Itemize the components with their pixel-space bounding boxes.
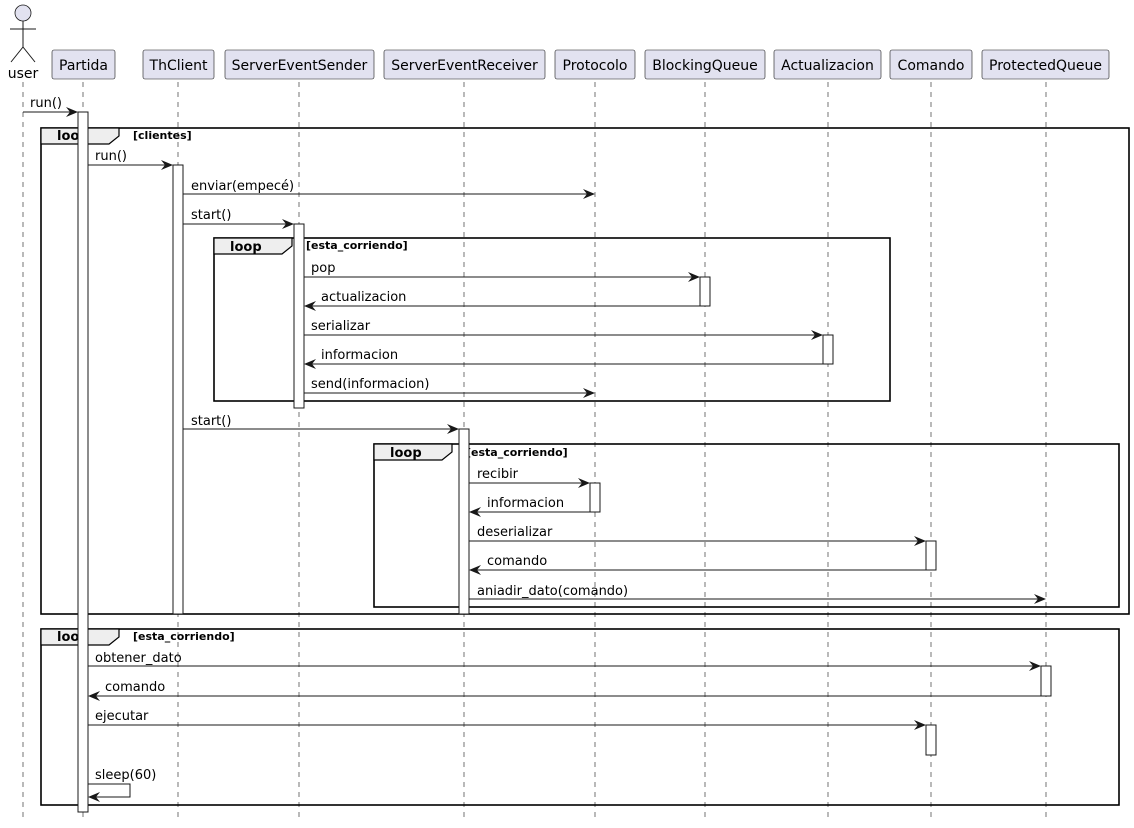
message-label: informacion	[487, 496, 564, 511]
message-label: obtener_dato	[95, 651, 182, 666]
message-label: sleep(60)	[95, 768, 156, 783]
participant-comando: Comando	[889, 49, 973, 80]
message-label: aniadir_dato(comando)	[477, 584, 628, 599]
participant-label: Comando	[898, 58, 965, 74]
message-arrow: start()	[183, 208, 294, 229]
message-label: recibir	[477, 467, 519, 482]
message-label: serializar	[311, 319, 371, 334]
message-label: send(informacion)	[311, 377, 430, 392]
loop-frame-receiver: loop [esta_corriendo]	[373, 443, 1120, 608]
message-label: comando	[105, 680, 165, 695]
activation-comando-2	[925, 724, 937, 756]
participant-sender: ServerEventSender	[224, 49, 375, 80]
message-arrow: run()	[23, 96, 78, 117]
loop-guard: [clientes]	[133, 129, 192, 142]
message-arrow: enviar(empecé)	[183, 179, 595, 199]
participant-label: Actualizacion	[781, 58, 874, 74]
participant-receiver: ServerEventReceiver	[383, 49, 546, 80]
participant-label: ThClient	[149, 58, 208, 74]
participant-label: ProtectedQueue	[989, 58, 1102, 74]
message-label: run()	[95, 149, 127, 164]
loop-guard: [esta_corriendo]	[306, 239, 408, 252]
message-return-arrow: informacion	[304, 348, 823, 369]
loop-frame-partida: loop [esta_corriendo]	[40, 628, 1120, 806]
message-arrow: obtener_dato	[88, 651, 1041, 671]
activation-bqueue	[699, 276, 711, 307]
message-self-arrow: sleep(60)	[88, 768, 156, 802]
message-label: pop	[311, 261, 335, 276]
message-arrow: aniadir_dato(comando)	[469, 584, 1046, 604]
message-return-arrow: comando	[469, 554, 926, 575]
loop-keyword: loop	[230, 240, 262, 255]
activation-partida	[77, 111, 89, 813]
message-label: deserializar	[477, 525, 553, 540]
participant-thclient: ThClient	[142, 49, 215, 80]
message-arrow: recibir	[469, 467, 590, 488]
message-arrow: ejecutar	[88, 709, 926, 730]
message-arrow: serializar	[304, 319, 823, 340]
loop-keyword: loop	[390, 446, 422, 461]
loop-frame-sender: loop [esta_corriendo]	[213, 237, 891, 402]
activation-actualizacion	[822, 334, 834, 365]
participant-partida: Partida	[51, 49, 116, 80]
loop-guard: [esta_corriendo]	[133, 630, 235, 643]
participant-label: ServerEventReceiver	[391, 58, 538, 74]
loop-guard: [esta_corriendo]	[466, 446, 568, 459]
activation-receiver	[458, 428, 470, 615]
participant-label: Protocolo	[563, 58, 628, 74]
message-label: run()	[30, 96, 62, 111]
participant-user: user	[8, 4, 39, 82]
participant-label: user	[8, 66, 39, 82]
activation-comando-1	[925, 540, 937, 571]
participant-label: ServerEventSender	[232, 58, 368, 74]
message-return-arrow: comando	[88, 680, 1041, 701]
message-arrow: pop	[304, 261, 700, 282]
message-label: actualizacion	[321, 290, 406, 305]
activation-bars	[77, 111, 1052, 813]
message-return-arrow: actualizacion	[304, 290, 700, 311]
message-label: enviar(empecé)	[191, 179, 294, 194]
message-label: ejecutar	[95, 709, 149, 724]
message-label: comando	[487, 554, 547, 569]
participant-label: Partida	[59, 58, 108, 74]
participant-pqueue: ProtectedQueue	[981, 49, 1110, 80]
message-label: informacion	[321, 348, 398, 363]
message-label: start()	[191, 208, 231, 223]
message-arrow: send(informacion)	[304, 377, 595, 398]
message-arrow: start()	[183, 414, 459, 434]
activation-thclient	[172, 164, 184, 615]
activation-protocolo	[589, 482, 601, 513]
actor-stick-figure-icon	[10, 4, 36, 63]
message-arrow: run()	[88, 149, 173, 170]
activation-pqueue	[1040, 665, 1052, 697]
participant-bqueue: BlockingQueue	[644, 49, 766, 80]
messages: run() run() enviar(empecé) start() pop a…	[23, 96, 1046, 802]
message-arrow: deserializar	[469, 525, 926, 546]
message-label: start()	[191, 414, 231, 429]
message-return-arrow: informacion	[469, 496, 590, 517]
participant-actualizacion: Actualizacion	[773, 49, 882, 80]
participant-protocolo: Protocolo	[554, 49, 636, 80]
activation-sender	[293, 223, 305, 409]
participant-label: BlockingQueue	[652, 58, 758, 74]
